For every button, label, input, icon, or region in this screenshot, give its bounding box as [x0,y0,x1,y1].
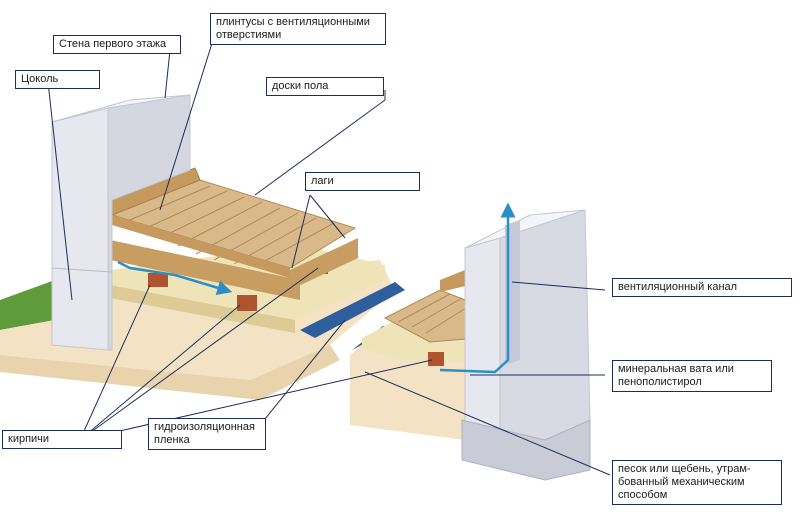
ground-left-front [0,345,340,400]
label-joists: лаги [305,172,420,191]
label-text: доски пола [272,80,329,92]
label-text: Цоколь [21,73,59,85]
brick [428,352,444,366]
joist [110,240,300,300]
label-text: вентиляционный канал [618,281,738,293]
waterproofing-film-left [300,282,405,338]
label-skirting-with-vents: плинтусы с вентиляционными отверстиями [210,13,386,45]
label-insulation: минеральная вата или пенополистирол [612,360,772,392]
insulation-left-front [110,285,295,333]
right-section [350,202,591,481]
skirting-right [440,268,470,292]
first-floor-wall-front [51,107,109,351]
airflow-arrow [117,260,233,296]
brick [148,273,168,287]
label-text: лаги [311,175,334,187]
label-vent-channel: вентиляционный канал [612,278,792,297]
joist [290,238,358,290]
left-section [0,94,405,400]
label-text: способом [618,489,668,501]
label-text: Стена первого этажа [59,38,167,50]
label-first-floor-wall: Стена первого этажа [53,35,181,54]
label-text: кирпичи [8,433,50,445]
foundation-block [461,419,591,481]
label-floorboards: доски пола [266,77,384,96]
insulation-right [362,318,478,362]
brick [237,295,257,311]
label-text: бованный механическим [618,476,745,488]
grass [0,280,55,330]
label-waterproofing-film: гидроизоляционная пленка [148,418,266,450]
floorboards-front-edge [112,215,290,278]
label-text: минеральная вата или [618,363,734,375]
vent-airflow-arrow [439,202,516,374]
label-sand-gravel: песок или щебень, утрам- бованный механи… [612,460,782,505]
label-text: пленка [154,434,190,446]
first-floor-wall-top [51,94,191,123]
label-text: пенополистирол [618,376,702,388]
label-text: плинтусы с вентиляционными [216,16,370,28]
label-bricks: кирпичи [2,430,122,449]
plinth-joint [51,267,113,273]
label-text: песок или щебень, утрам- [618,463,751,475]
label-text: отверстиями [216,29,282,41]
label-plinth: Цоколь [15,70,100,89]
label-text: гидроизоляционная [154,421,255,433]
